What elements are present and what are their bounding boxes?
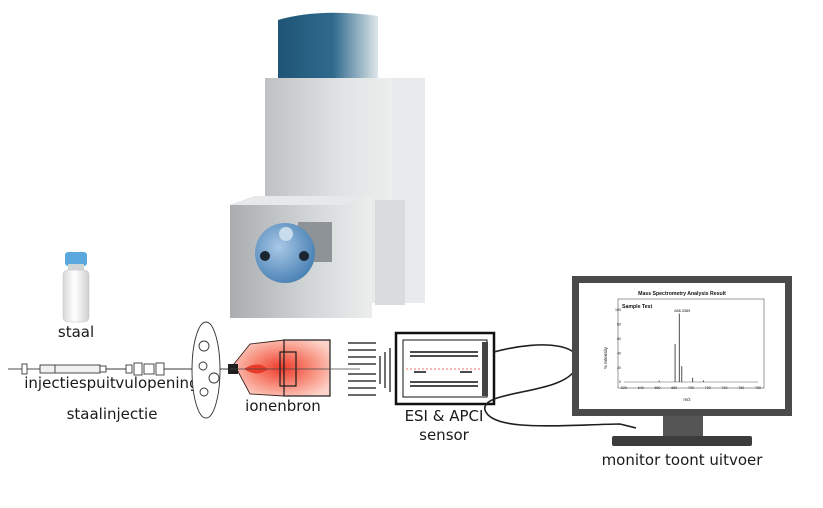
fill-port-label: vulopening bbox=[115, 374, 198, 392]
sample-vial bbox=[62, 252, 90, 323]
x-tick-label: 640 bbox=[638, 386, 644, 390]
x-tick-label: 680 bbox=[671, 386, 677, 390]
detector-housing bbox=[278, 12, 378, 80]
ion-optics bbox=[348, 342, 391, 396]
sample-name: Sample Test bbox=[622, 304, 652, 310]
esi-apci-sensor bbox=[394, 331, 496, 406]
y-tick-label: 60 bbox=[617, 337, 621, 341]
sample-injection-label: staalinjectie bbox=[67, 405, 158, 423]
vial-cap bbox=[65, 252, 87, 266]
y-tick-label: 80 bbox=[617, 323, 621, 327]
plot-frame bbox=[617, 298, 765, 389]
injection-valve bbox=[191, 321, 221, 419]
ion-source bbox=[228, 339, 360, 397]
monitor-base bbox=[612, 436, 752, 446]
monitor-neck bbox=[663, 416, 703, 436]
y-tick-label: 100 bbox=[615, 308, 621, 312]
x-ticks: 620 640 660 680 700 720 740 760 780 bbox=[621, 386, 761, 390]
sample-label: staal bbox=[58, 323, 94, 341]
monitor-label: monitor toont uitvoer bbox=[602, 451, 764, 469]
data-cable bbox=[484, 344, 637, 429]
peak-label: 686.3389 bbox=[674, 309, 690, 313]
chart-xlabel: m/z bbox=[683, 397, 691, 402]
y-ticks: 100 80 60 40 20 0 bbox=[615, 308, 621, 384]
y-tick-label: 0 bbox=[619, 380, 621, 384]
spectrum-peaks bbox=[624, 313, 758, 383]
x-tick-label: 620 bbox=[621, 386, 627, 390]
sensor-label-line1: ESI & APCI bbox=[405, 407, 484, 425]
x-tick-label: 700 bbox=[688, 386, 694, 390]
injection-syringe bbox=[8, 363, 126, 375]
x-tick-label: 660 bbox=[655, 386, 661, 390]
sensor-label-line2: sensor bbox=[419, 426, 470, 444]
x-tick-label: 740 bbox=[722, 386, 728, 390]
chart-ylabel: % Intensity bbox=[603, 346, 608, 369]
spectrum-chart: Mass Spectrometry Analysis Result Sample… bbox=[603, 291, 765, 402]
x-tick-label: 720 bbox=[705, 386, 711, 390]
vial-body bbox=[62, 269, 90, 323]
x-tick-label: 780 bbox=[755, 386, 761, 390]
y-tick-label: 20 bbox=[617, 366, 621, 370]
ion-source-label: ionenbron bbox=[245, 397, 321, 415]
mass-spectrometer bbox=[230, 12, 425, 318]
syringe-label: injectiespuit bbox=[24, 374, 116, 392]
chart-title: Mass Spectrometry Analysis Result bbox=[638, 291, 726, 297]
y-tick-label: 40 bbox=[617, 351, 621, 355]
chamber-port-disc bbox=[255, 223, 315, 283]
x-tick-label: 760 bbox=[738, 386, 744, 390]
